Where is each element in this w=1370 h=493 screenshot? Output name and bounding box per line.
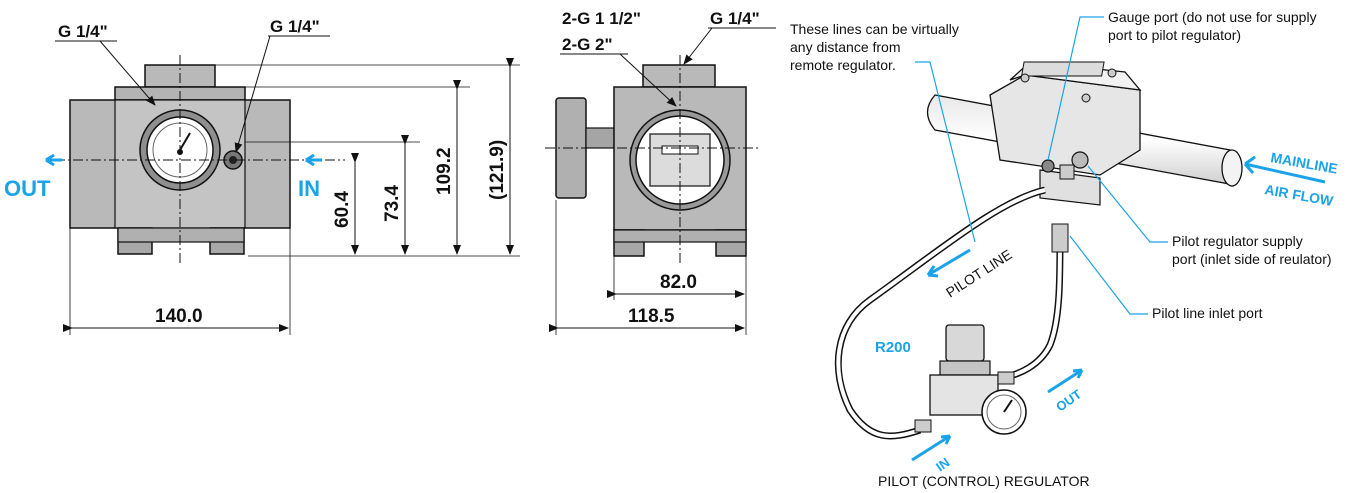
valve-bolt-3 (1081, 93, 1091, 103)
reg-out-label: OUT (1053, 386, 1084, 414)
front-gauge-needle (179, 132, 191, 151)
gauge-port-note: Gauge port (do not use for supply port t… (1108, 9, 1320, 43)
regulator-bonnet (939, 360, 991, 376)
front-base (117, 227, 245, 243)
regulator-model: R200 (875, 339, 911, 356)
side-thread-label-1: 2-G 1 1/2" (562, 9, 641, 28)
air-flow-label: AIR FLOW (1263, 181, 1335, 209)
note-line-3: remote regulator. (790, 57, 896, 73)
pilot-line-label: PILOT LINE (943, 246, 1015, 300)
gauge-port-line-2: port to pilot regulator) (1108, 27, 1241, 43)
valve-bolt-1 (1020, 73, 1030, 83)
reg-out-arrow (1047, 368, 1084, 394)
pilot-line-arrow (926, 248, 971, 278)
return-tube-inner (999, 234, 1062, 380)
in-arrow (305, 153, 322, 167)
side-thread-leader (619, 53, 677, 107)
in-label: IN (298, 176, 320, 201)
note-line-2: any distance from (790, 39, 901, 55)
inlet-port-note: Pilot line inlet port (1152, 305, 1263, 321)
supply-port (1071, 151, 1089, 169)
out-arrow (45, 153, 62, 167)
supply-port-note: Pilot regulator supply port (inlet side … (1172, 233, 1332, 267)
note-line-1: These lines can be virtually (790, 21, 959, 37)
inlet-port-leader (1069, 235, 1148, 315)
supply-port-leader (1087, 165, 1168, 243)
out-label: OUT (4, 176, 51, 201)
note-lines: These lines can be virtually any distanc… (790, 21, 963, 73)
dim-inner: 82.0 (660, 272, 697, 293)
pilot-line-tube-inner (836, 188, 1046, 438)
front-small-port-hole (229, 156, 237, 164)
regulator-gauge-ring (986, 394, 1022, 430)
side-port-label: G 1/4" (710, 9, 760, 28)
side-view: 2-G 1 1/2" 2-G 2" G 1/4" 82.0 118.5 (545, 9, 776, 335)
regulator-gauge-needle (1003, 399, 1013, 413)
valve-bolt-2 (1107, 68, 1117, 78)
note-leader (915, 61, 976, 243)
side-port-leader (683, 27, 713, 65)
regulator-in-fitting (914, 419, 932, 433)
reg-in-label: IN (933, 455, 952, 475)
regulator-out-fitting (997, 371, 1015, 385)
install-view: IN OUT R200 MAINLINE AIR FLOW PILOT LINE… (790, 9, 1339, 489)
gauge-port-leader (1047, 16, 1104, 161)
dim-h1: 60.4 (332, 191, 353, 228)
dim-width: 140.0 (155, 306, 203, 327)
front-port-right-leader (234, 35, 271, 153)
dim-h3: 109.2 (434, 147, 455, 195)
front-view: OUT IN G 1/4" G 1/4" 140.0 60.4 73.4 109… (4, 17, 520, 335)
regulator-caption: PILOT (CONTROL) REGULATOR (878, 473, 1090, 489)
dim-h2: 73.4 (382, 185, 403, 222)
gauge-port (1041, 159, 1055, 173)
regulator-knob (945, 324, 985, 362)
main-pipe-end (1221, 149, 1243, 187)
supply-port-line-2: port (inlet side of reulator) (1172, 251, 1332, 267)
side-gauge-stem (585, 127, 615, 149)
mainline-arrow (1243, 155, 1326, 184)
gauge-port-line-1: Gauge port (do not use for supply (1108, 9, 1317, 25)
supply-port-line-1: Pilot regulator supply (1172, 233, 1303, 249)
front-port-right-label: G 1/4" (270, 17, 320, 36)
dim-outer: 118.5 (628, 306, 675, 327)
reg-in-arrow (911, 434, 952, 462)
inlet-fitting (1051, 223, 1069, 253)
front-port-left-leader (99, 40, 156, 106)
valve-body (989, 74, 1141, 176)
dim-h4: (121.9) (487, 140, 508, 200)
supply-fitting (1059, 164, 1075, 180)
side-thread-label-2: 2-G 2" (562, 35, 613, 54)
side-top-boss (642, 64, 716, 88)
front-port-left-label: G 1/4" (58, 22, 108, 41)
valve-cover (1021, 61, 1105, 77)
